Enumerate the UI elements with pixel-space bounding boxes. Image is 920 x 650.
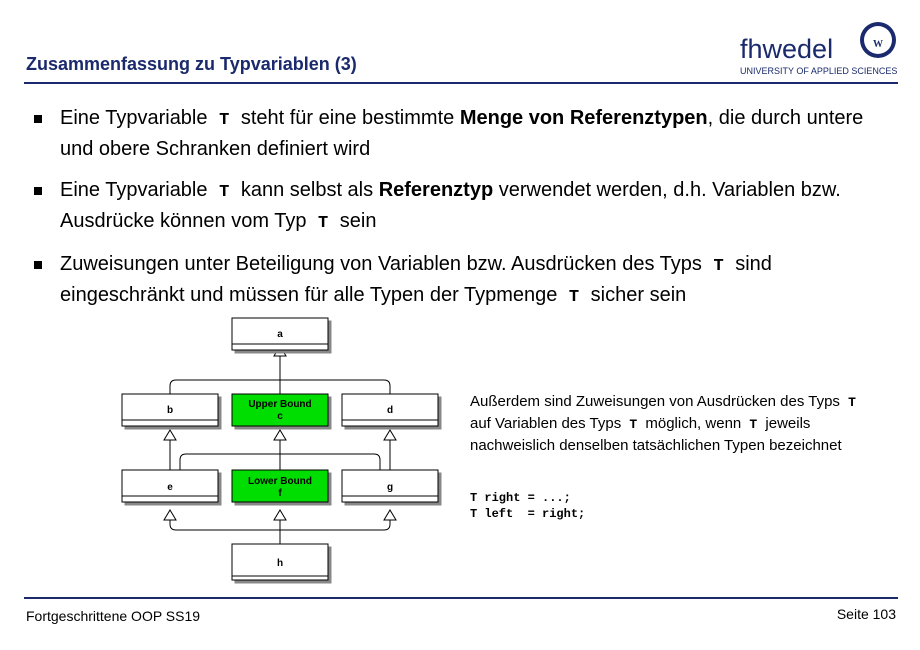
svg-text:W: W (873, 39, 883, 50)
footer-page-number: Seite 103 (836, 606, 896, 622)
node-g: g (341, 469, 439, 503)
logo-wordmark: fhwedel (740, 34, 834, 64)
bold-term: Referenztyp (378, 179, 494, 201)
logo-emblem-icon: W (860, 22, 896, 58)
page-title: Zusammenfassung zu Typvariablen (3) (26, 54, 357, 74)
svg-text:Lower Bound: Lower Bound (248, 476, 312, 487)
svg-text:g: g (387, 482, 393, 493)
svg-text:f: f (278, 488, 282, 499)
header-divider (24, 82, 898, 84)
arrowhead-e-icon (163, 509, 177, 521)
code-line: T left = right; (470, 507, 586, 521)
code-example: T right = ...; T left = right; (470, 490, 585, 522)
node-h: h (231, 543, 329, 581)
node-c-upper-bound: Upper Bound c (231, 393, 329, 427)
bullet-item: Eine Typvariable T steht für eine bestim… (34, 104, 894, 164)
svg-text:e: e (167, 482, 173, 493)
svg-text:Upper Bound: Upper Bound (248, 399, 311, 410)
svg-text:h: h (277, 558, 283, 569)
svg-text:a: a (277, 329, 283, 340)
bullet-square-icon (34, 115, 42, 123)
code-line: T right = ...; (470, 491, 571, 505)
bullet-item: Eine Typvariable T kann selbst als Refer… (34, 176, 894, 238)
code-T: T (219, 183, 230, 202)
arrowhead-c-icon (273, 429, 287, 441)
arrowhead-f-icon (273, 509, 287, 521)
svg-text:d: d (387, 405, 393, 416)
svg-text:b: b (167, 405, 173, 416)
code-T: T (219, 111, 230, 130)
footer-divider (24, 597, 898, 599)
bullet-item: Zuweisungen unter Beteiligung von Variab… (34, 250, 894, 312)
code-T: T (318, 214, 329, 233)
node-e: e (121, 469, 219, 503)
bullet-list: Eine Typvariable T steht für eine bestim… (34, 104, 894, 324)
side-explanation: Außerdem sind Zuweisungen von Ausdrücken… (470, 391, 870, 456)
node-a: a (231, 317, 329, 351)
bold-term: Menge von Referenztypen (459, 107, 708, 129)
arrowhead-g-icon (383, 509, 397, 521)
code-T: T (749, 417, 758, 432)
arrowhead-d-icon (383, 429, 397, 441)
arrowhead-b-icon (163, 429, 177, 441)
inheritance-lines (169, 356, 391, 544)
code-T: T (629, 417, 638, 432)
fhwedel-logo: fhwedel UNIVERSITY OF APPLIED SCIENCES W (736, 16, 906, 80)
footer-course: Fortgeschrittene OOP SS19 (26, 608, 201, 624)
node-d: d (341, 393, 439, 427)
logo-subtitle: UNIVERSITY OF APPLIED SCIENCES (740, 66, 898, 76)
node-f-lower-bound: Lower Bound f (231, 469, 329, 503)
code-T: T (713, 257, 724, 276)
type-hierarchy-diagram: a b Upper Bound c d e Lower Bound f g h (121, 317, 439, 581)
code-T: T (848, 395, 856, 410)
bullet-square-icon (34, 261, 42, 269)
arrowhead-a-icon (273, 345, 287, 357)
code-T: T (568, 288, 580, 307)
svg-text:c: c (277, 411, 283, 422)
bullet-square-icon (34, 187, 42, 195)
node-b: b (121, 393, 219, 427)
inheritance-arrowheads (163, 345, 397, 521)
